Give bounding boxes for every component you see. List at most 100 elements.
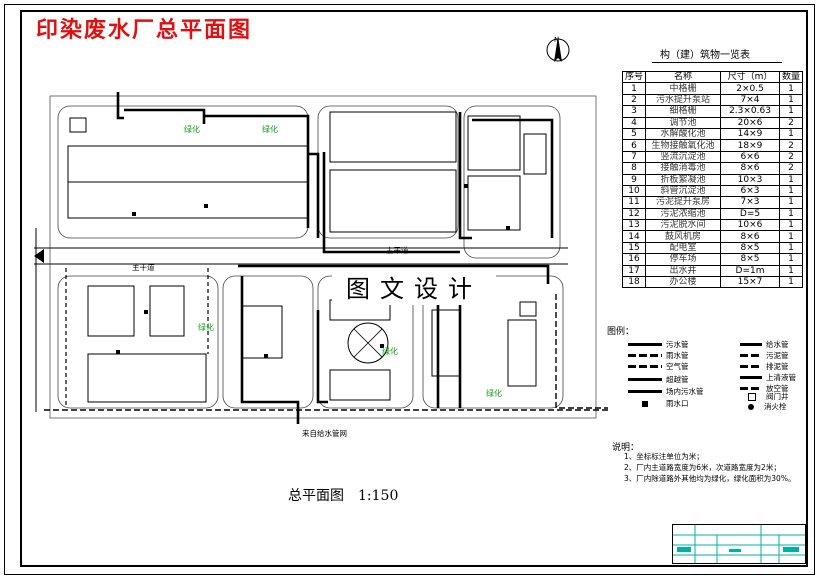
- legend-label: 空气管: [666, 362, 689, 371]
- watermark: 图文设计: [332, 273, 496, 305]
- size-cell: 7×4: [720, 93, 781, 107]
- size-cell: 15×7: [720, 276, 781, 289]
- legend-swatch: [642, 400, 648, 407]
- legend-item: 空气管: [628, 361, 689, 372]
- green-area-label: 绿化: [486, 389, 502, 398]
- quantity-cell: 1: [779, 253, 804, 266]
- size-cell: 8×6: [720, 162, 781, 175]
- quantity-cell: 2: [779, 150, 804, 164]
- name-cell: 生物接触氧化池: [645, 139, 722, 152]
- row-number-cell: 2: [621, 93, 647, 107]
- row-number-cell: 11: [621, 196, 647, 209]
- quantity-cell: 1: [779, 93, 804, 107]
- size-cell: 2.3×0.63: [720, 105, 781, 118]
- name-cell: 接触消毒池: [645, 162, 722, 175]
- row-number-cell: 14: [621, 230, 647, 243]
- title-block-graphic: [673, 525, 805, 563]
- name-cell: 鼓风机房: [645, 230, 722, 243]
- north-label: N: [554, 36, 559, 44]
- legend-item: 消火栓: [740, 401, 787, 412]
- name-cell: 细格栅: [645, 105, 722, 118]
- legend-label: 雨水口: [666, 399, 689, 408]
- legend-swatch: [628, 378, 662, 381]
- schedule-title: 构（建）筑物一览表: [660, 50, 750, 61]
- legend-swatch: [628, 390, 662, 393]
- size-cell: 20×6: [720, 116, 781, 129]
- legend-label: 给水管: [766, 340, 789, 349]
- legend-item: 雨水管: [628, 350, 689, 361]
- legend-item: 超越管: [628, 374, 689, 385]
- schedule-title-underline: [652, 62, 782, 63]
- size-cell: 8×6: [720, 230, 781, 243]
- legend-swatch: [740, 387, 762, 390]
- legend-item: 雨水口: [628, 398, 689, 409]
- inner-border: [20, 10, 808, 567]
- legend-label: 污水管: [666, 340, 689, 349]
- name-cell: 出水井: [645, 264, 722, 278]
- note-item: 3、厂内除道路外其他均为绿化，绿化面积为30%。: [624, 474, 796, 483]
- name-cell: 竖流沉淀池: [645, 150, 722, 164]
- quantity-cell: 2: [779, 139, 804, 152]
- name-cell: 水解酸化池: [645, 127, 722, 141]
- schedule-header-cell: 数量: [779, 70, 804, 84]
- row-number-cell: 9: [621, 173, 647, 186]
- green-area-label: 绿化: [262, 125, 278, 134]
- row-number-cell: 10: [621, 184, 647, 198]
- schedule-header-cell: 名称: [645, 70, 722, 84]
- schedule-header-cell: 序号: [621, 70, 647, 84]
- legend-swatch: [628, 365, 662, 368]
- quantity-cell: 1: [779, 219, 804, 232]
- row-number-cell: 7: [621, 150, 647, 164]
- legend-label: 上清液管: [766, 373, 796, 382]
- legend-swatch: [748, 403, 754, 410]
- green-area-label: 绿化: [184, 125, 200, 134]
- size-cell: 7×3: [720, 196, 781, 209]
- legend-item: 排泥管: [740, 361, 789, 372]
- name-cell: 污泥提升泵房: [645, 196, 722, 209]
- note-item: 1、坐标标注单位为米；: [624, 452, 704, 461]
- legend-swatch: [740, 354, 762, 357]
- size-cell: 18×9: [720, 139, 781, 152]
- legend-item: 污泥管: [740, 350, 789, 361]
- name-cell: 污泥脱水间: [645, 219, 722, 232]
- legend-swatch: [628, 343, 662, 346]
- name-cell: 折板絮凝池: [645, 173, 722, 186]
- name-cell: 停车场: [645, 253, 722, 266]
- row-number-cell: 15: [621, 241, 647, 255]
- plan-scale: 1:150: [358, 488, 399, 504]
- size-cell: 8×5: [720, 241, 781, 255]
- quantity-cell: 1: [779, 196, 804, 209]
- legend-item: 给水管: [740, 339, 789, 350]
- legend-label: 超越管: [666, 375, 689, 384]
- legend-label: 排泥管: [766, 362, 789, 371]
- schedule-header-row: 序号 名称 尺寸（m） 数量: [621, 70, 804, 84]
- legend-item: 放空管: [740, 383, 789, 394]
- size-cell: 14×9: [720, 127, 781, 141]
- quantity-cell: 1: [779, 82, 804, 95]
- row-number-cell: 18: [621, 276, 647, 289]
- legend-item: 上清液管: [740, 372, 796, 383]
- quantity-cell: 1: [779, 230, 804, 243]
- legend-title: 图例：: [607, 327, 635, 337]
- size-cell: 10×6: [720, 219, 781, 232]
- row-number-cell: 6: [621, 139, 647, 152]
- quantity-cell: 1: [779, 184, 804, 198]
- legend-label: 雨水管: [666, 351, 689, 360]
- row-number-cell: 1: [621, 82, 647, 95]
- name-cell: 中格栅: [645, 82, 722, 95]
- name-cell: 办公楼: [645, 276, 722, 289]
- row-number-cell: 8: [621, 162, 647, 175]
- row-number-cell: 4: [621, 116, 647, 129]
